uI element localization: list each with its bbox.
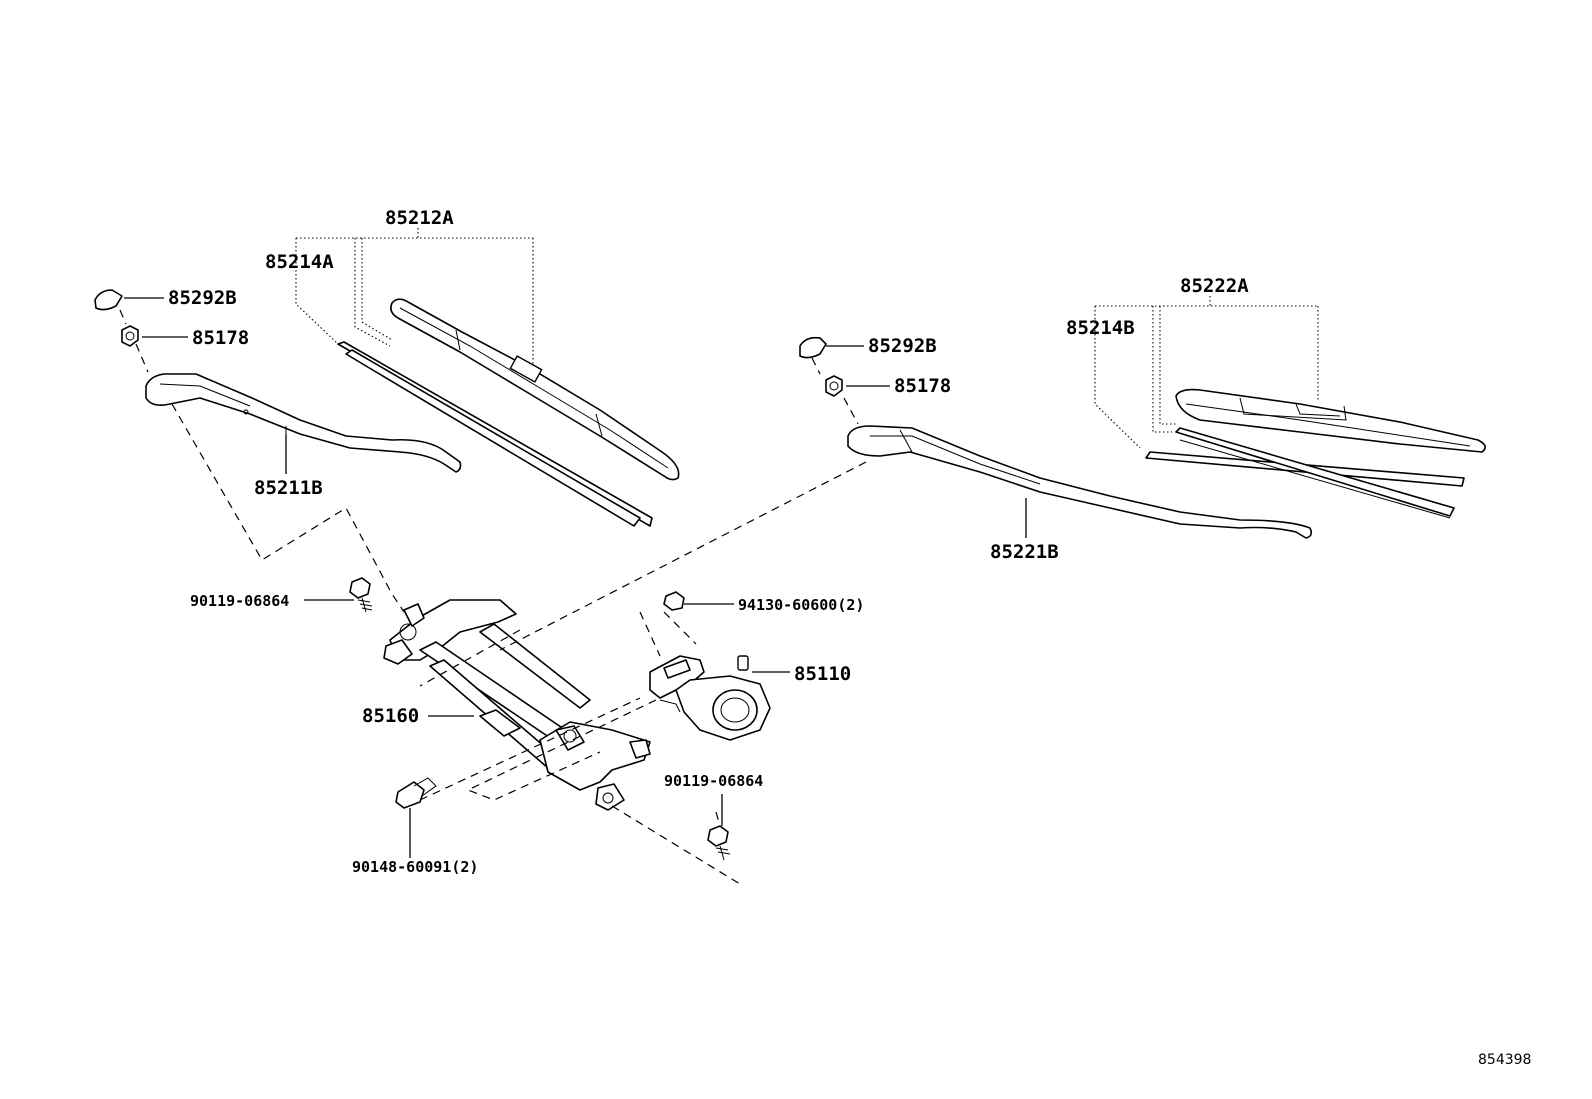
label-85211B: 85211B [254,477,323,499]
label-85110: 85110 [794,663,851,685]
label-85222A: 85222A [1180,275,1249,297]
left-wiper-blade-assembly[interactable] [295,228,680,527]
label-94130-60600: 94130-60600(2) [738,596,864,614]
label-90119-06864-bottom: 90119-06864 [664,772,763,790]
label-90148-60091: 90148-60091(2) [352,858,478,876]
bolt-90119-bottom[interactable] [707,825,731,861]
label-85178-right: 85178 [894,375,951,397]
bolt-90119-top[interactable] [349,577,373,613]
right-wiper-arm[interactable] [799,336,1313,539]
label-85214A: 85214A [265,251,334,273]
leader-lines [124,297,1027,858]
wiper-linkage[interactable] [383,599,651,811]
bolt-90148[interactable] [395,777,437,809]
label-85212A: 85212A [385,207,454,229]
right-arm-cap [799,336,827,359]
assembly-guide-lines [119,309,867,885]
label-85221B: 85221B [990,541,1059,563]
diagram-id: 854398 [1478,1052,1531,1068]
label-85292B-right: 85292B [868,335,937,357]
left-arm-cap [94,289,123,311]
motor-nut [663,591,685,611]
left-arm-nut [121,325,139,347]
part-labels: 85212A 85214A 85292B 85178 85211B 85222A… [168,207,1531,1068]
label-85178-left: 85178 [192,327,249,349]
label-85292B-left: 85292B [168,287,237,309]
right-arm-nut [825,375,843,397]
left-wiper-arm[interactable] [94,289,462,473]
label-90119-06864-top: 90119-06864 [190,592,289,610]
label-85214B: 85214B [1066,317,1135,339]
label-85160: 85160 [362,705,419,727]
wiper-motor[interactable] [649,591,771,741]
right-wiper-blade-assembly[interactable] [1094,296,1486,519]
